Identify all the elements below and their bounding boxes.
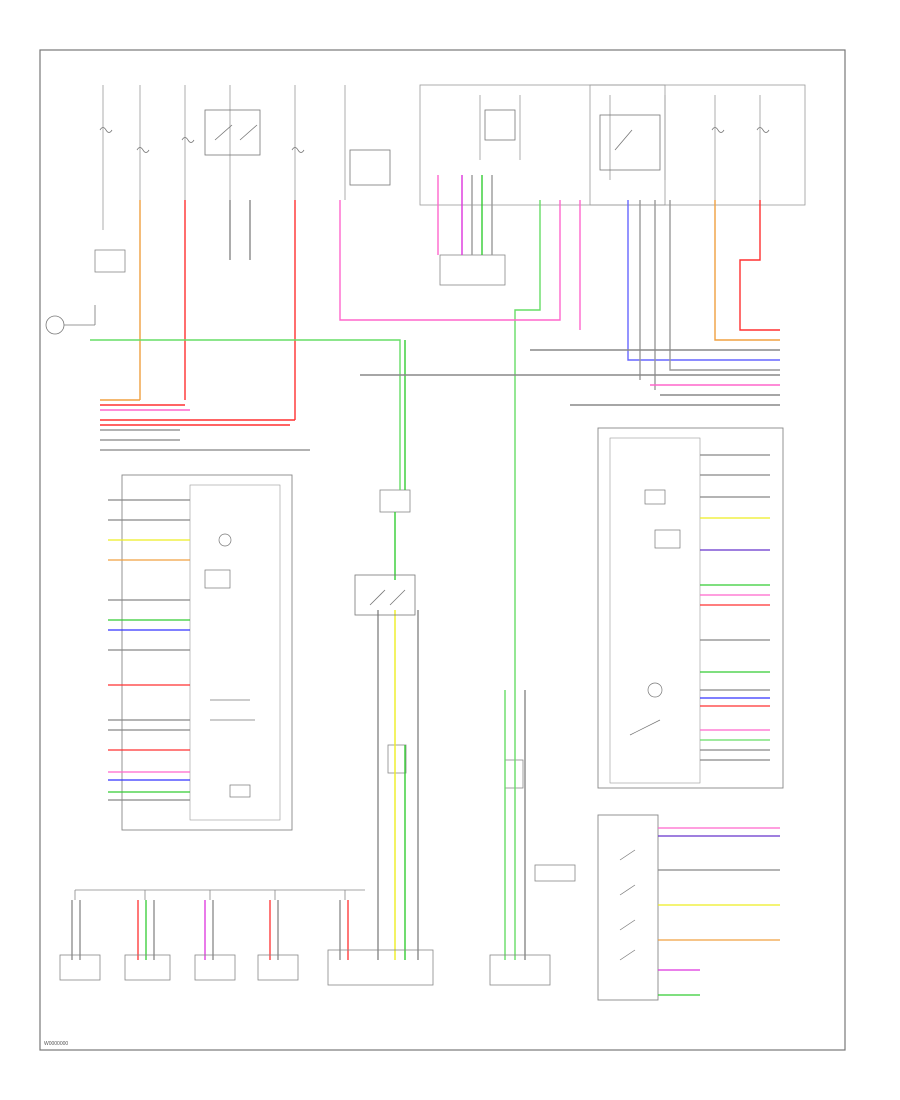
relay-switches-top [204,109,661,186]
right-module-components [629,489,681,736]
fuse-box-right [589,84,806,206]
left-module-wires [108,499,190,801]
bottom-bus [74,889,365,900]
right-lower-module [597,814,659,1001]
fuse-box-main [419,84,666,206]
center-switch [354,574,416,616]
left-module-components [204,533,255,798]
top-fuse-drops [102,85,761,230]
right-lower-wires [658,827,780,996]
fuse-glyphs [99,127,770,153]
diagram-frame [39,49,846,1051]
left-module-box [121,474,293,831]
footer-code: W0000000 [44,1041,69,1047]
connector-blocks [94,249,576,882]
left-module-inner [189,484,281,821]
right-lower-switches [619,849,636,961]
center-wires [377,512,526,960]
right-module-inner [609,437,701,784]
colored-wires-top [139,175,780,960]
right-module-box [597,427,784,789]
right-module-wires [700,454,770,761]
harness-horizontal [90,339,780,490]
sensor-left [45,305,96,335]
bottom-ecu-boxes [59,949,551,986]
bottom-wires [71,900,349,960]
